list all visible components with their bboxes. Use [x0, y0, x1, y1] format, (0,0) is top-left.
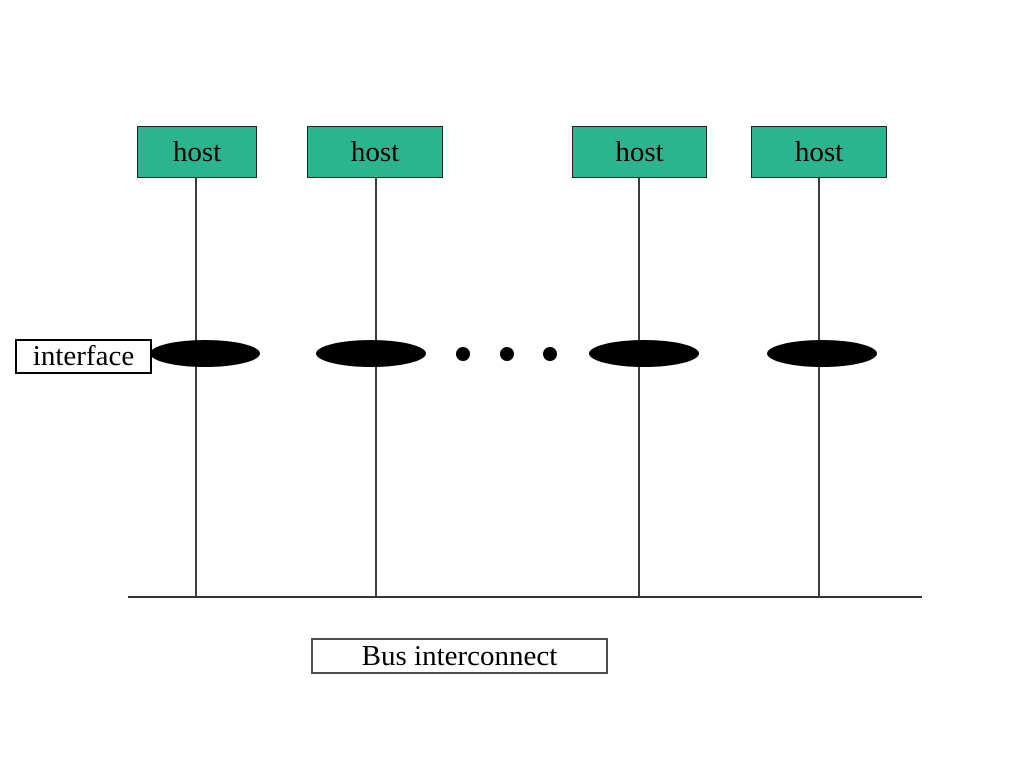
host-label: host	[615, 135, 664, 168]
interface-label-box: interface	[15, 339, 152, 374]
bus-line	[128, 596, 922, 598]
bus-label-box: Bus interconnect	[311, 638, 608, 674]
host-label: host	[794, 135, 844, 168]
host-node-4: host	[751, 126, 887, 178]
connector-line-3	[638, 178, 640, 597]
host-node-1: host	[137, 126, 257, 178]
interface-ellipse-4	[767, 340, 877, 367]
bus-label: Bus interconnect	[361, 639, 558, 672]
connector-line-1	[195, 178, 197, 597]
interface-label: interface	[32, 340, 135, 372]
host-node-3: host	[572, 126, 707, 178]
interface-ellipse-2	[316, 340, 426, 367]
host-label: host	[350, 135, 400, 168]
host-label: host	[172, 135, 222, 168]
connector-line-4	[818, 178, 820, 597]
connector-line-2	[375, 178, 377, 597]
host-node-2: host	[307, 126, 443, 178]
ellipsis-dot	[500, 347, 514, 361]
interface-ellipse-1	[150, 340, 260, 367]
ellipsis-dot	[456, 347, 470, 361]
interface-ellipse-3	[589, 340, 699, 367]
ellipsis-dot	[543, 347, 557, 361]
